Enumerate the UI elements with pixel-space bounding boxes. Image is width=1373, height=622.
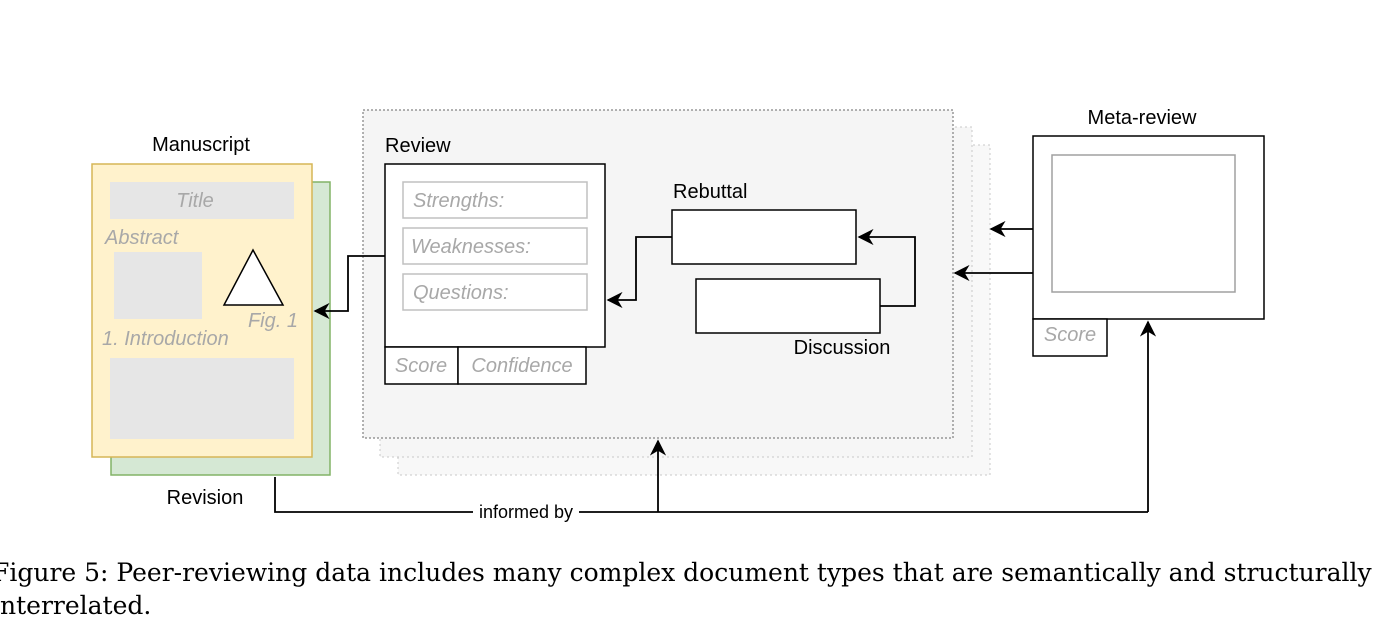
figure-caption: Figure 5: Peer-reviewing data includes m… <box>0 558 1372 620</box>
discussion-box <box>695 278 881 334</box>
rebuttal-label: Rebuttal <box>673 181 748 203</box>
revision-label: Revision <box>167 487 244 509</box>
review-field-questions: Questions: <box>413 282 509 304</box>
manuscript-figure-label: Fig. 1 <box>248 310 298 332</box>
review-field-strengths: Strengths: <box>413 190 504 212</box>
manuscript-title: Title <box>176 190 214 212</box>
informed-by-line <box>274 477 1148 513</box>
review-confidence-box <box>457 346 587 385</box>
manuscript-introduction-label: 1. Introduction <box>102 328 229 350</box>
manuscript-title-block <box>110 182 294 219</box>
meta-review-content <box>1051 154 1236 293</box>
manuscript-body-block <box>110 358 294 439</box>
manuscript-abstract-block <box>114 252 202 319</box>
review-confidence-label: Confidence <box>471 355 572 377</box>
meta-review-score-box <box>1032 318 1108 357</box>
manuscript-label: Manuscript <box>152 134 250 156</box>
review-field-box <box>402 227 588 265</box>
manuscript-abstract-label: Abstract <box>104 227 180 249</box>
review-field-box <box>402 181 588 219</box>
discussion-label: Discussion <box>794 337 891 359</box>
review-score-label: Score <box>395 355 447 377</box>
meta-review-score-label: Score <box>1044 324 1096 346</box>
review-field-weaknesses: Weaknesses: <box>411 236 531 258</box>
informed-by-label: informed by <box>479 502 573 522</box>
discussion-to-rebuttal-arrow <box>857 228 916 307</box>
review-to-manuscript-arrow <box>313 255 385 320</box>
figure-triangle-icon <box>222 248 285 306</box>
rebuttal-to-review-arrow <box>606 236 672 309</box>
review-field-box <box>402 273 588 311</box>
review-label: Review <box>385 135 451 157</box>
meta-review-label: Meta-review <box>1088 107 1197 129</box>
rebuttal-box <box>671 209 857 265</box>
